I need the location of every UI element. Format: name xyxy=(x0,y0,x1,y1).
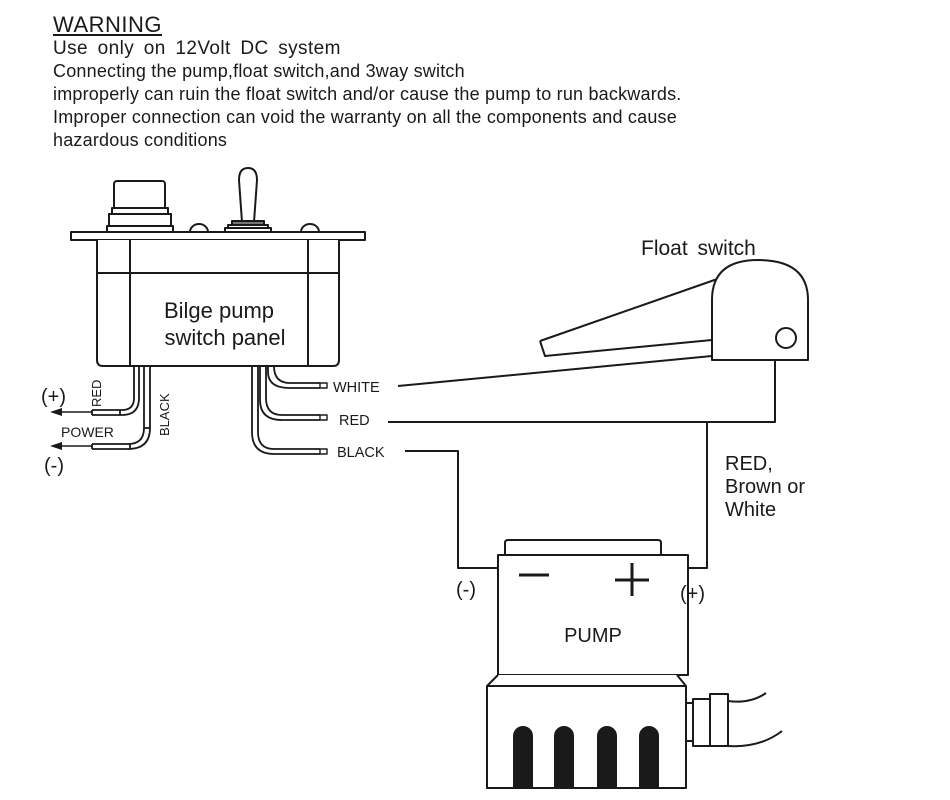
vent-slot xyxy=(639,726,659,789)
warning-line: improperly can ruin the float switch and… xyxy=(53,84,682,104)
toggle-switch-icon xyxy=(224,167,272,233)
pump-negative-terminal: (-) xyxy=(456,579,476,601)
warning-line: Connecting the pump,float switch,and 3wa… xyxy=(53,61,465,81)
output-wire-red xyxy=(259,366,328,421)
black-to-pump-wire xyxy=(405,450,498,569)
warning-title: WARNING xyxy=(53,12,163,37)
white-output-label: WHITE xyxy=(333,380,380,396)
screw-icon xyxy=(300,223,320,233)
panel-label: Bilge pump xyxy=(164,298,274,323)
power-wire-red xyxy=(91,366,140,416)
power-positive-label: (+) xyxy=(41,386,66,408)
output-wire-black xyxy=(251,366,328,455)
panel-body xyxy=(96,240,340,367)
panel-label: switch panel xyxy=(164,325,285,350)
warning-line: hazardous conditions xyxy=(53,130,228,150)
warning-block: WARNING Use only on 12Volt DC system Con… xyxy=(53,12,682,152)
float-switch-icon xyxy=(539,259,809,361)
breaker-button-icon xyxy=(106,180,174,233)
red-wire-label: RED xyxy=(89,380,104,407)
panel-plate xyxy=(70,231,366,241)
red-to-float-wire xyxy=(388,360,776,423)
arrow-left-icon xyxy=(50,442,62,450)
pump-positive-terminal: (+) xyxy=(680,583,705,605)
pump-label: PUMP xyxy=(564,625,622,647)
vent-slot xyxy=(513,726,533,789)
red-output-label: RED xyxy=(339,413,370,429)
pump-wire-note: Brown or xyxy=(725,476,805,498)
white-to-float-wire xyxy=(397,355,713,387)
pump-wire-note: RED, xyxy=(725,453,773,475)
float-to-pump-wire xyxy=(687,422,708,569)
black-wire-label: BLACK xyxy=(157,393,172,436)
vent-slot xyxy=(597,726,617,789)
black-output-label: BLACK xyxy=(337,445,385,461)
pump-icon xyxy=(486,539,783,789)
screw-icon xyxy=(189,223,209,233)
arrow-left-icon xyxy=(50,408,62,416)
power-label: POWER xyxy=(61,424,114,440)
warning-subtitle: Use only on 12Volt DC system xyxy=(53,38,341,59)
output-wire-white xyxy=(267,365,328,389)
switch-panel xyxy=(70,167,366,367)
warning-line: Improper connection can void the warrant… xyxy=(53,107,677,127)
pump-wire-note: White xyxy=(725,499,776,521)
power-negative-label: (-) xyxy=(44,455,64,477)
vent-slot xyxy=(554,726,574,789)
float-switch-label: Float switch xyxy=(641,237,756,260)
